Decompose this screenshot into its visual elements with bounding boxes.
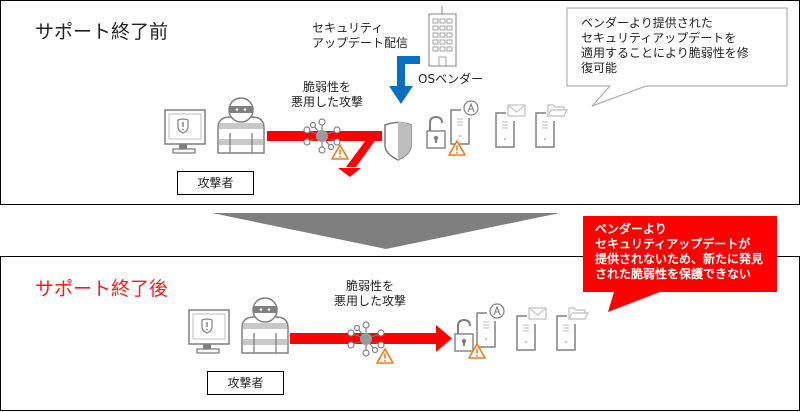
building-icon [428,6,457,67]
file-server-icon [535,104,569,148]
warning-icon [448,140,466,156]
attacker-pc-icon [164,109,206,154]
panel-title-after: サポート終了後 [35,278,169,300]
callout-bubble-before [566,7,788,107]
warning-icon [468,343,486,359]
callout-line: セキュリティアップデートを [581,31,737,45]
label-line: 脆弱性を [346,279,395,293]
label-line: アップデート配信 [312,36,409,50]
shield-icon [384,121,412,161]
label-line: 脆弱性を [303,80,352,94]
callout-text-after: ベンダーより セキュリティアップデートが 提供されないため、新たに発見 された脆… [595,222,765,282]
label-line: 悪用した攻撃 [334,294,407,308]
attacker-label-before: 攻撃者 [177,171,254,195]
attacker-pc-icon [188,309,230,354]
callout-line: 適用することにより脆弱性を修 [581,46,749,60]
unlocked-padlock-icon [454,318,474,352]
hacker-icon [217,97,265,154]
callout-line: ベンダーより提供された [581,16,713,30]
virus-network-icon [347,321,385,357]
unlocked-padlock-icon [426,115,446,149]
attack-label-after: 脆弱性を 悪用した攻撃 [334,279,406,309]
app-server-icon [476,303,505,348]
label-line: セキュリティ [312,21,384,35]
callout-line: ベンダーより [595,222,667,236]
callout-line: セキュリティアップデートが [595,237,751,251]
virus-network-icon [303,118,341,154]
file-server-icon [556,307,590,351]
warning-icon [376,348,394,364]
callout-line: 提供されないため、新たに発見 [595,252,764,266]
attack-label-before: 脆弱性を 悪用した攻撃 [291,80,363,110]
mail-server-icon [495,104,526,148]
callout-text-before: ベンダーより提供された セキュリティアップデートを 適用することにより脆弱性を修… [581,16,781,76]
app-server-icon [450,100,479,145]
hacker-icon [241,297,289,354]
warning-icon [331,144,349,160]
callout-line: された脆弱性を保護できない [595,267,752,281]
attacker-label-after: 攻撃者 [207,371,284,395]
label-line: 悪用した攻撃 [291,95,364,109]
callout-line: 復可能 [581,61,618,75]
update-arrow [389,56,420,104]
mail-server-icon [516,307,547,351]
os-vendor-label: OSベンダー [418,72,484,86]
security-update-label: セキュリティ アップデート配信 [312,21,408,51]
panel-title-before: サポート終了前 [35,21,169,43]
